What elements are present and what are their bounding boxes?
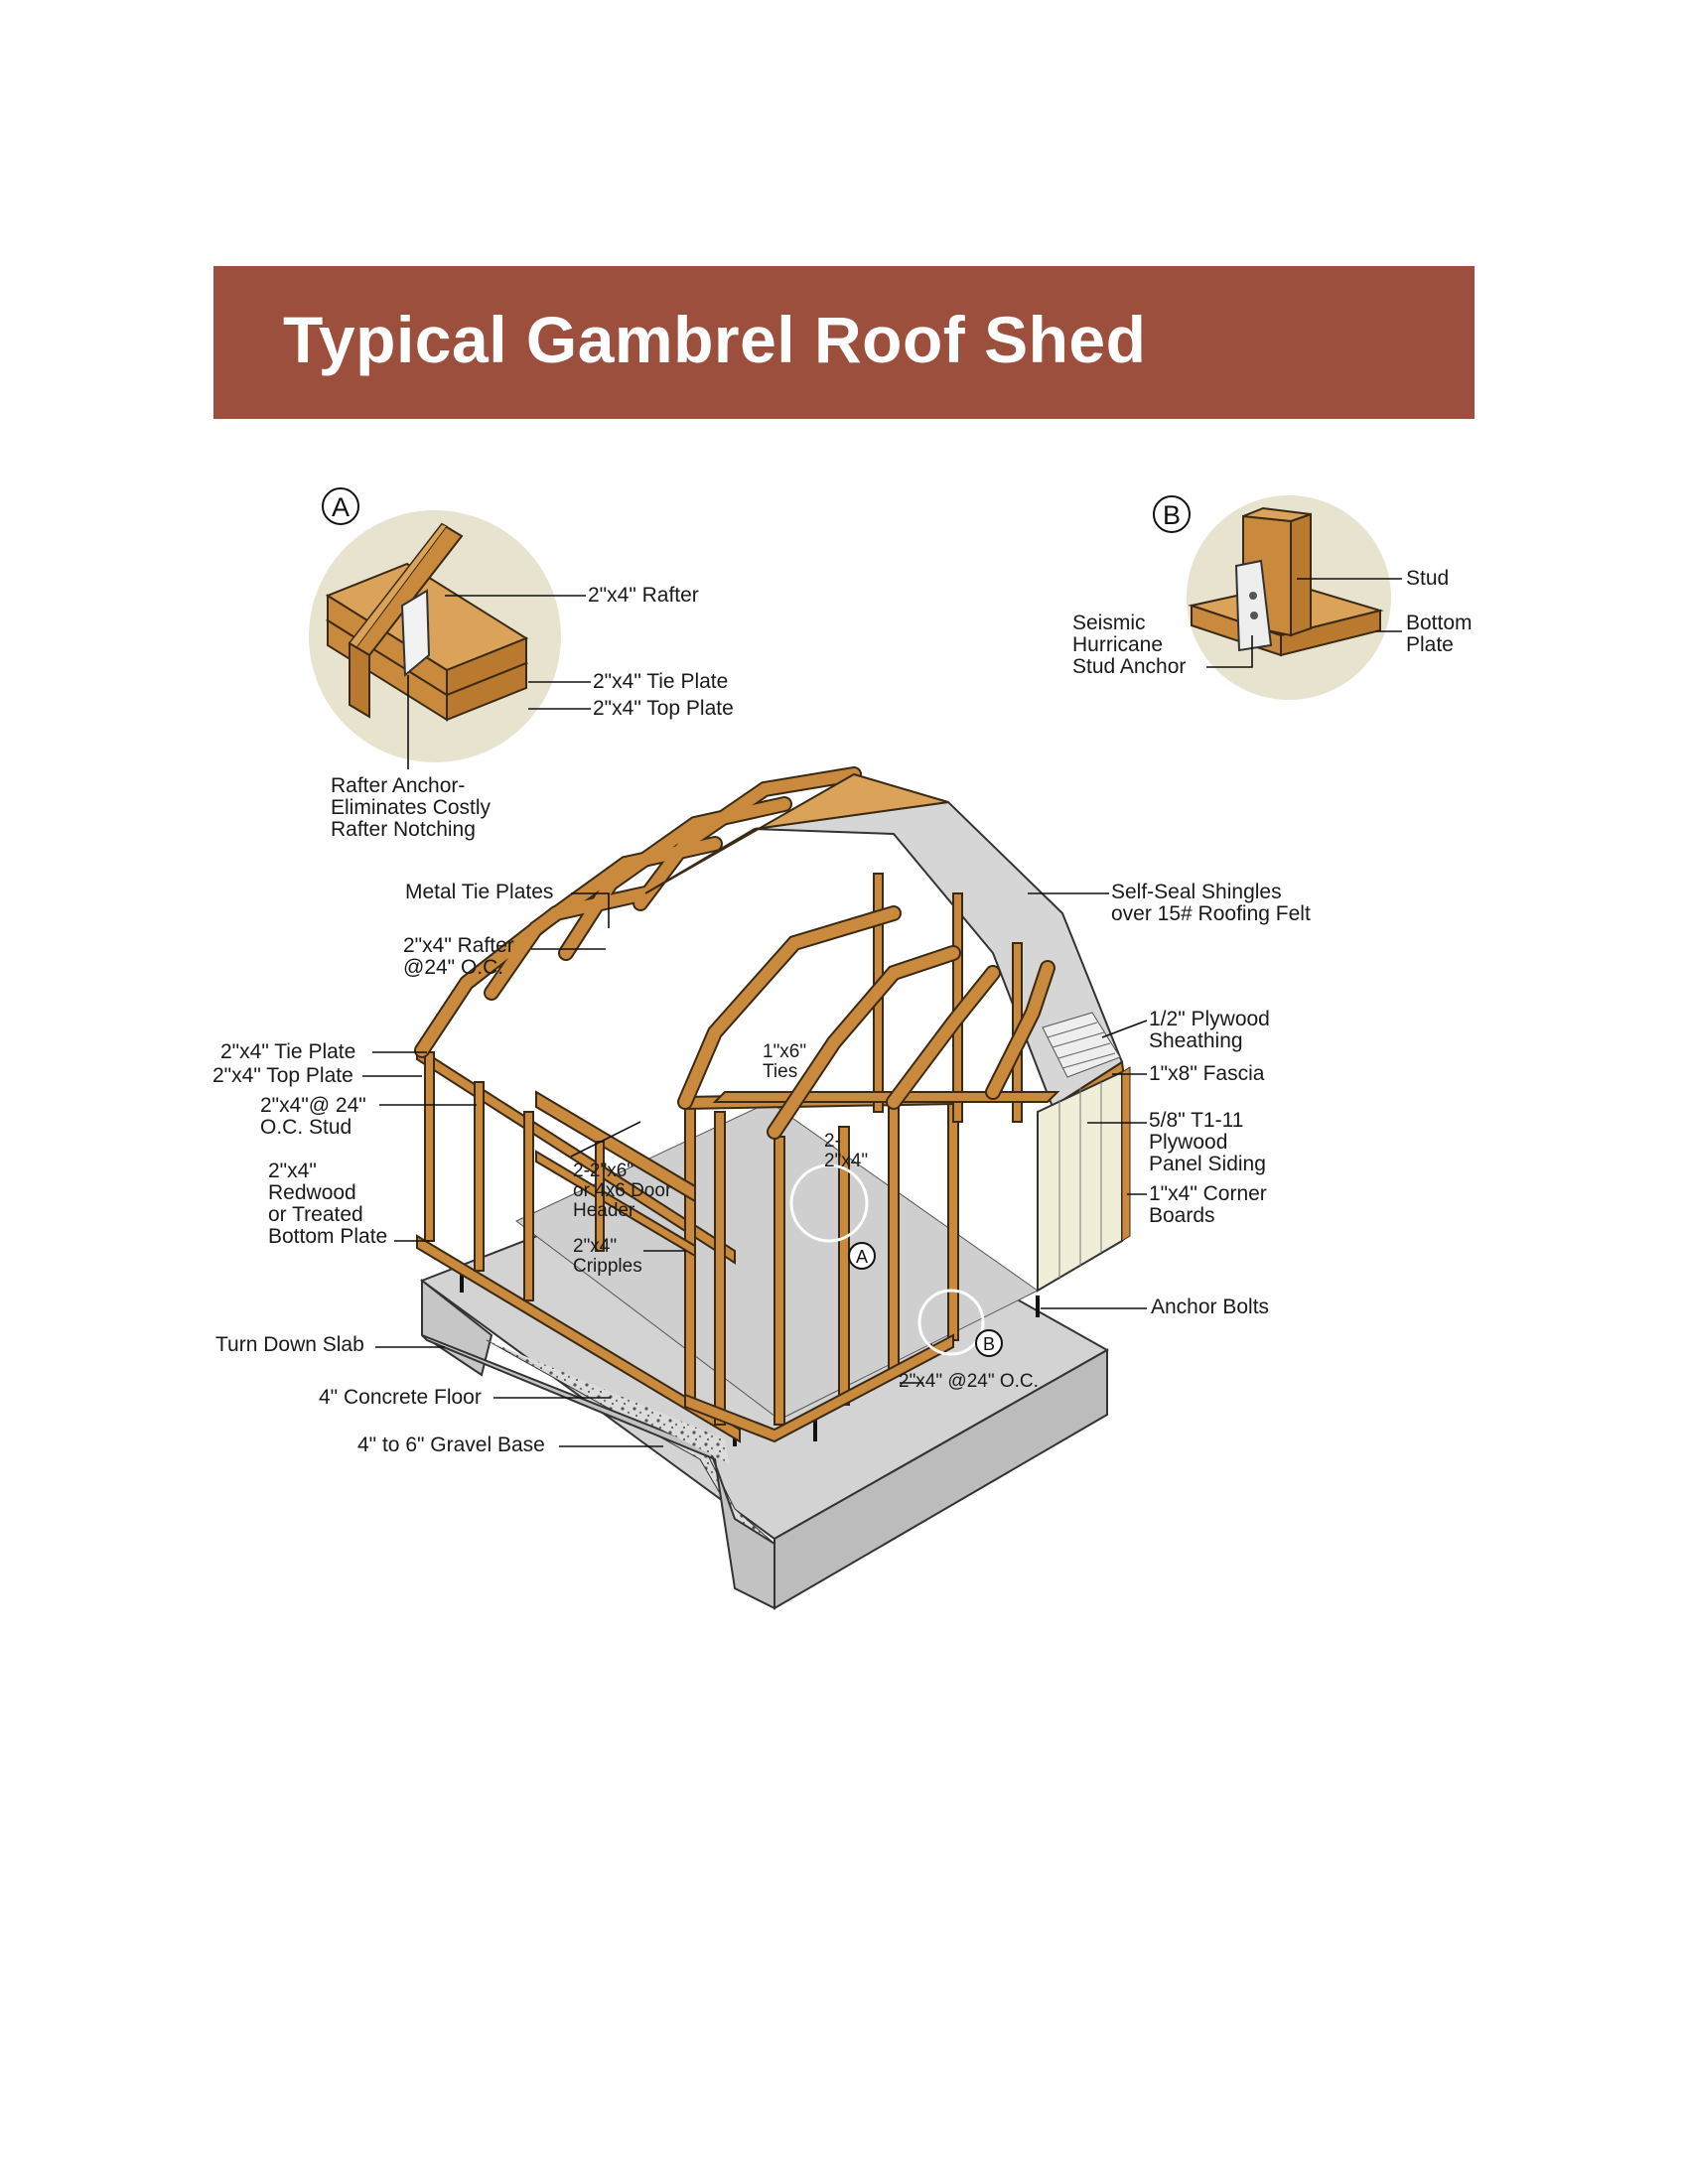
detail-a-anchor-label: Rafter Anchor- Eliminates Costly Rafter …	[331, 774, 492, 841]
rafters	[414, 766, 1055, 1140]
turn-down-slab-label: Turn Down Slab	[215, 1333, 364, 1356]
top-plate-label: 2"x4" Top Plate	[212, 1064, 353, 1087]
metal-tie-plates-label: Metal Tie Plates	[405, 881, 554, 903]
stud-spacing-label: 2"x4" @24" O.C.	[899, 1371, 1039, 1392]
anchor-bolts-label: Anchor Bolts	[1151, 1296, 1270, 1318]
marker-b-badge	[975, 1329, 1003, 1357]
detail-a: A	[309, 487, 561, 762]
fascia-label: 1"x8" Fascia	[1149, 1062, 1265, 1085]
sheathing-label: 1/2" Plywood Sheathing	[1149, 1008, 1270, 1052]
concrete-floor-label: 4" Concrete Floor	[319, 1386, 482, 1409]
detail-b-anchor-label: Seismic Hurricane Stud Anchor	[1072, 612, 1187, 678]
detail-a-tie-plate-label: 2"x4" Tie Plate	[593, 670, 729, 693]
shingles-label: Self-Seal Shingles over 15# Roofing Felt	[1111, 881, 1311, 925]
corner-boards-label: 1"x4" Corner Boards	[1149, 1182, 1267, 1227]
ties-label: 1"x6" Ties	[763, 1041, 807, 1082]
detail-b-bottom-plate-label: Bottom Plate	[1406, 612, 1473, 656]
gravel-base-label: 4" to 6" Gravel Base	[357, 1433, 545, 1456]
rafter-oc-label: 2"x4" Rafter @24" O.C.	[403, 934, 514, 979]
marker-a-circle	[789, 1163, 869, 1243]
bottom-plate-label: 2"x4" Redwood or Treated Bottom Plate	[268, 1160, 388, 1248]
tie-plate-label: 2"x4" Tie Plate	[220, 1040, 356, 1063]
detail-a-rafter-anchor	[400, 589, 431, 678]
detail-a-badge	[322, 487, 359, 525]
leader-lines	[362, 578, 1402, 1447]
detail-a-top-plate-label: 2"x4" Top Plate	[593, 697, 734, 720]
detail-b-badge	[1153, 495, 1191, 533]
two-2x4-label: 2- 2"x4"	[824, 1131, 869, 1171]
detail-a-badge-label: A	[332, 492, 350, 522]
detail-b-badge-label: B	[1163, 500, 1181, 530]
title-banner: Typical Gambrel Roof Shed	[213, 266, 1475, 419]
siding-label: 5/8" T1-11 Plywood Panel Siding	[1149, 1109, 1266, 1175]
page-title: Typical Gambrel Roof Shed	[283, 303, 1147, 376]
detail-b-stud-anchor	[1234, 559, 1273, 652]
marker-a-badge	[848, 1242, 876, 1270]
detail-b: B	[1153, 495, 1391, 700]
detail-a-rafter	[348, 522, 464, 719]
detail-b-stud-label: Stud	[1406, 567, 1450, 590]
marker-b-label: B	[983, 1334, 995, 1354]
marker-a-label: A	[856, 1247, 868, 1267]
corner-board	[1121, 1066, 1131, 1242]
cripples-label: 2"x4" Cripples	[573, 1236, 642, 1277]
stud-oc-label: 2"x4"@ 24" O.C. Stud	[260, 1094, 366, 1139]
door-header-label: 2-2"x6" or 4x6 Door Header	[573, 1160, 672, 1221]
detail-a-rafter-label: 2"x4" Rafter	[588, 584, 699, 607]
marker-b-circle	[917, 1289, 985, 1356]
